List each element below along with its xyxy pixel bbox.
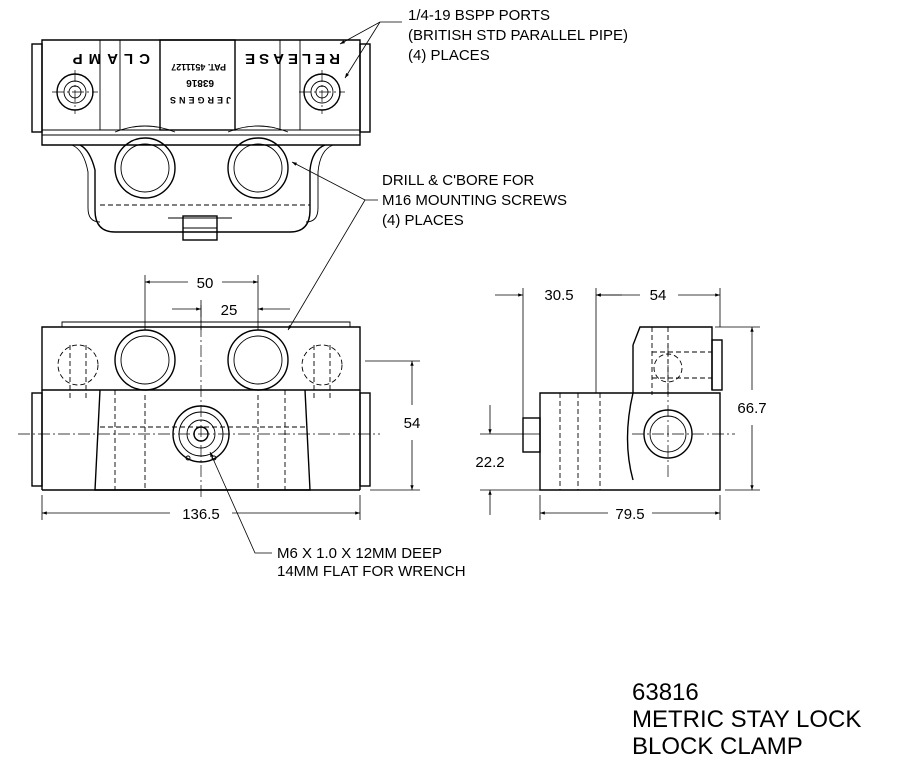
dim-side-center-height: 22.2 xyxy=(475,454,504,471)
mounting-line-3: (4) PLACES xyxy=(382,212,464,229)
part-number-stamp: 63816 xyxy=(186,77,214,88)
dim-hole-spacing: 50 xyxy=(197,275,214,292)
top-view: CLAMP RELEASE PAT. 4511127 63816 JERGENS xyxy=(31,39,371,241)
brand-stamp: JERGENS xyxy=(167,95,231,105)
title-line-3: BLOCK CLAMP xyxy=(632,733,803,760)
front-view xyxy=(18,305,380,500)
dim-side-top-width: 54 xyxy=(650,287,667,304)
ports-line-1: 1/4-19 BSPP PORTS xyxy=(408,7,550,24)
mounting-line-1: DRILL & C'BORE FOR xyxy=(382,172,535,189)
dim-port-offset: 25 xyxy=(221,302,238,319)
release-stamp: RELEASE xyxy=(241,50,340,67)
ports-line-2: (BRITISH STD PARALLEL PIPE) xyxy=(408,27,628,44)
dim-front-height: 54 xyxy=(404,415,421,432)
tap-line-2: 14MM FLAT FOR WRENCH xyxy=(277,563,466,580)
tap-line-1: M6 X 1.0 X 12MM DEEP xyxy=(277,545,442,562)
callout-mounting: DRILL & C'BORE FOR M16 MOUNTING SCREWS (… xyxy=(382,172,567,229)
dim-front-width: 136.5 xyxy=(182,506,220,523)
dim-side-height: 66.7 xyxy=(737,400,766,417)
callout-tap: M6 X 1.0 X 12MM DEEP 14MM FLAT FOR WRENC… xyxy=(277,545,466,580)
dim-side-offset: 30.5 xyxy=(544,287,573,304)
leaders xyxy=(209,21,402,554)
title-part-number: 63816 xyxy=(632,679,699,706)
mounting-line-2: M16 MOUNTING SCREWS xyxy=(382,192,567,209)
dimensions: 50 25 54 136.5 30.5 54 66.7 xyxy=(41,275,767,523)
side-view xyxy=(522,326,735,491)
dim-side-width: 79.5 xyxy=(615,506,644,523)
title-line-2: METRIC STAY LOCK xyxy=(632,706,861,733)
patent-stamp: PAT. 4511127 xyxy=(171,62,226,72)
port-right xyxy=(299,70,345,114)
port-left xyxy=(52,70,98,114)
clamp-stamp: CLAMP xyxy=(67,50,150,67)
callout-ports: 1/4-19 BSPP PORTS (BRITISH STD PARALLEL … xyxy=(408,7,628,64)
title-block: 63816 METRIC STAY LOCK BLOCK CLAMP xyxy=(632,679,861,760)
ports-line-3: (4) PLACES xyxy=(408,47,490,64)
